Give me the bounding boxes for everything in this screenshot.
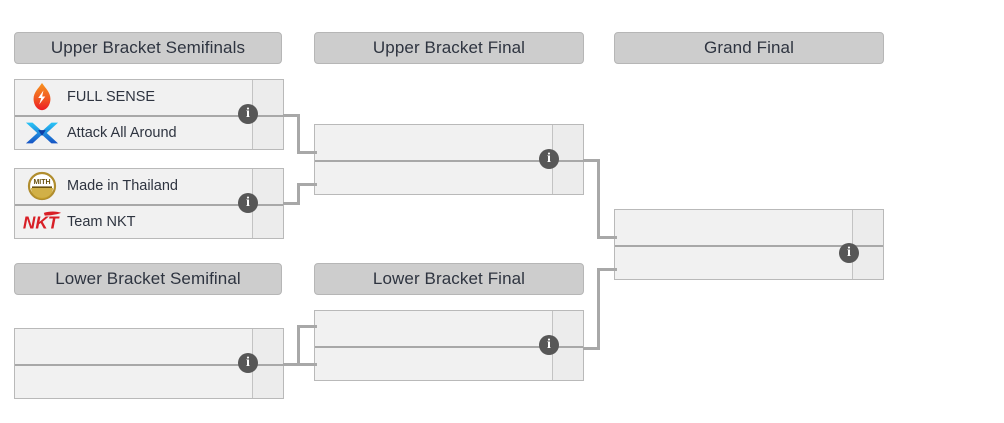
team-cell[interactable] [315, 125, 553, 160]
score-cell [253, 329, 283, 364]
connector-ubsf1-out [283, 114, 300, 117]
info-icon-lbsf-1[interactable]: i [238, 353, 258, 373]
score-cell [253, 80, 283, 115]
team-name: Attack All Around [67, 124, 177, 141]
match-row[interactable] [315, 311, 583, 346]
round-header-label: Grand Final [704, 38, 794, 57]
round-header-label: Lower Bracket Final [372, 269, 526, 288]
score-cell [853, 210, 883, 245]
team-nkt-logo: NKT [21, 206, 63, 238]
connector-lbf-to-gf-vertical [597, 268, 600, 350]
match-row[interactable]: Attack All Around [15, 114, 283, 149]
connector-ubsf1-vertical [297, 114, 300, 154]
team-cell[interactable] [315, 347, 553, 380]
connector-lbsf-vertical [297, 325, 300, 366]
team-cell[interactable] [615, 210, 853, 245]
round-header-label: Upper Bracket Final [372, 38, 526, 57]
connector-ubf-to-gf-vertical [597, 159, 600, 239]
info-icon-lbf-1[interactable]: i [539, 335, 559, 355]
team-name: Team NKT [67, 213, 136, 230]
match-row[interactable]: NKT Team NKT [15, 203, 283, 238]
connector-ubsf2-vertical [297, 183, 300, 205]
round-header-lower-bracket-final: Lower Bracket Final [314, 263, 584, 295]
connector-gf-in-bottom [597, 268, 617, 271]
match-row[interactable] [315, 159, 583, 194]
round-header-lower-bracket-semifinal: Lower Bracket Semifinal [14, 263, 282, 295]
connector-ubsf2-out [283, 202, 300, 205]
team-cell[interactable] [15, 365, 253, 398]
team-cell[interactable]: FULL SENSE [15, 80, 253, 115]
team-logo-placeholder [21, 330, 63, 362]
round-header-upper-bracket-final: Upper Bracket Final [314, 32, 584, 64]
attack-all-around-logo [21, 117, 63, 149]
score-cell [253, 365, 283, 398]
match-row[interactable] [615, 244, 883, 279]
team-name: Made in Thailand [67, 178, 178, 195]
svg-text:MITH: MITH [33, 179, 50, 186]
team-logo-placeholder [621, 247, 663, 279]
info-icon-ubf-1[interactable]: i [539, 149, 559, 169]
team-logo-placeholder [321, 312, 363, 344]
round-header-grand-final: Grand Final [614, 32, 884, 64]
round-header-label: Upper Bracket Semifinals [50, 38, 246, 57]
attack-all-around-logo-svg [25, 122, 59, 144]
match-gf-1[interactable] [614, 209, 884, 280]
team-nkt-logo-svg: NKT [23, 211, 62, 232]
score-cell [253, 116, 283, 149]
score-cell [253, 169, 283, 204]
team-cell[interactable] [315, 161, 553, 194]
team-name: FULL SENSE [67, 89, 156, 106]
score-cell [553, 347, 583, 380]
team-cell[interactable] [315, 311, 553, 346]
connector-lbf-in-bottom [283, 363, 317, 366]
round-header-upper-bracket-semifinals: Upper Bracket Semifinals [14, 32, 282, 64]
round-header-label: Lower Bracket Semifinal [55, 269, 241, 288]
connector-lbf-out [583, 347, 600, 350]
team-logo-placeholder [321, 162, 363, 194]
connector-gf-in-top [597, 236, 617, 239]
match-row[interactable] [15, 363, 283, 398]
info-icon-ubsf-2[interactable]: i [238, 193, 258, 213]
info-icon-gf-1[interactable]: i [839, 243, 859, 263]
team-cell[interactable]: Attack All Around [15, 116, 253, 149]
full-sense-logo [21, 81, 63, 113]
connector-ubf-out [583, 159, 600, 162]
match-lbsf-1[interactable] [14, 328, 284, 399]
team-cell[interactable] [15, 329, 253, 364]
svg-text:NKT: NKT [23, 212, 60, 232]
team-cell[interactable]: NKT Team NKT [15, 205, 253, 238]
team-cell[interactable] [615, 246, 853, 279]
score-cell [253, 205, 283, 238]
team-logo-placeholder [321, 348, 363, 380]
made-in-thailand-logo-svg: MITH [27, 172, 57, 201]
team-logo-placeholder [321, 126, 363, 158]
team-cell[interactable]: MITH Made in Thailand [15, 169, 253, 204]
connector-ubf-in-bottom [297, 183, 317, 186]
made-in-thailand-logo: MITH [21, 170, 63, 202]
match-row[interactable] [315, 125, 583, 160]
match-row[interactable] [615, 210, 883, 245]
team-logo-placeholder [21, 366, 63, 398]
connector-lbf-in-top [297, 325, 317, 328]
match-row[interactable] [315, 345, 583, 380]
team-logo-placeholder [621, 211, 663, 243]
info-icon-ubsf-1[interactable]: i [238, 104, 258, 124]
connector-ubf-in-top [297, 151, 317, 154]
full-sense-logo-svg [33, 83, 51, 111]
score-cell [553, 161, 583, 194]
